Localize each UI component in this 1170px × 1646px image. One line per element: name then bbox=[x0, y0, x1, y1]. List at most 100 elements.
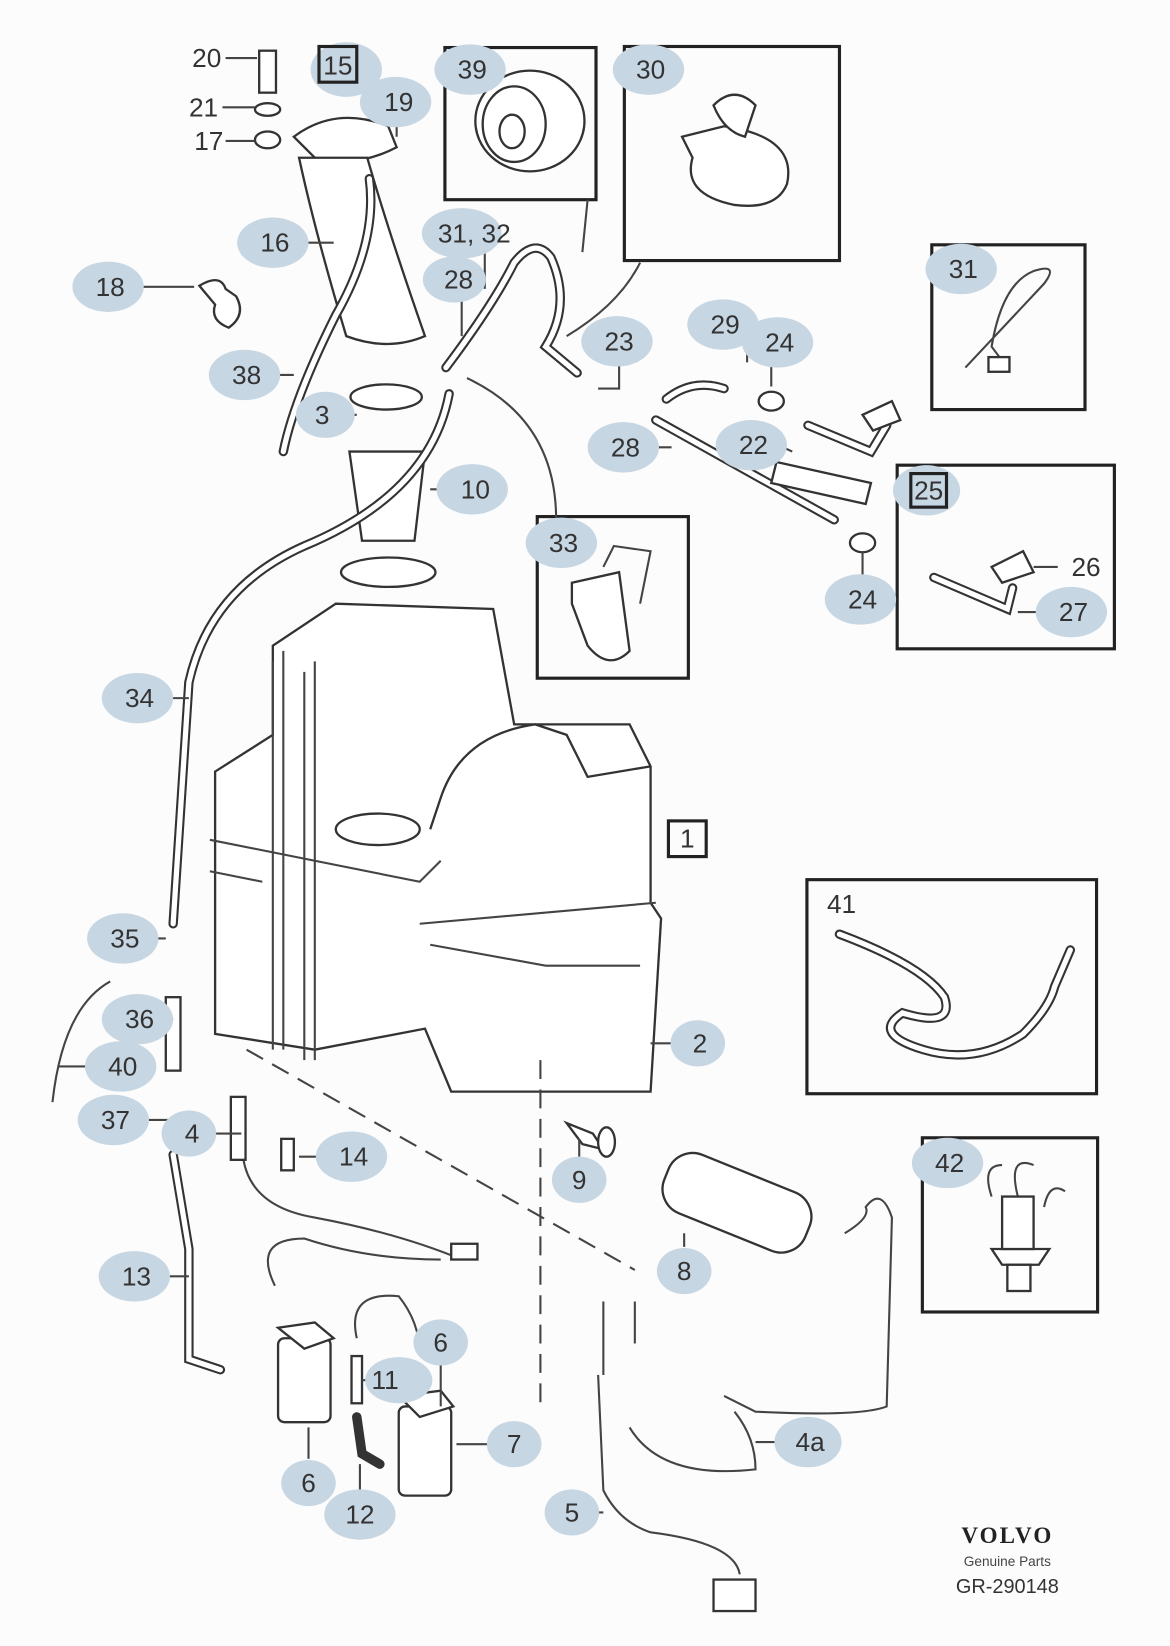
svg-text:21: 21 bbox=[189, 92, 218, 122]
inset-box-33 bbox=[535, 515, 690, 680]
svg-text:6: 6 bbox=[433, 1327, 448, 1357]
callout-34[interactable]: 34 bbox=[101, 672, 174, 724]
callout-24-upper[interactable]: 24 bbox=[741, 317, 814, 368]
callout-6-lower[interactable]: 6 bbox=[281, 1459, 336, 1507]
svg-text:13: 13 bbox=[122, 1261, 151, 1291]
callout-28-lower[interactable]: 28 bbox=[587, 422, 659, 473]
callout-39[interactable]: 39 bbox=[434, 44, 506, 95]
callout-16[interactable]: 16 bbox=[237, 217, 309, 268]
callout-7[interactable]: 7 bbox=[486, 1421, 542, 1468]
callout-10[interactable]: 10 bbox=[436, 464, 508, 515]
arrow-33 bbox=[466, 377, 558, 520]
svg-text:6: 6 bbox=[301, 1468, 316, 1498]
callout-30[interactable]: 30 bbox=[612, 44, 685, 95]
callout-22[interactable]: 22 bbox=[715, 420, 787, 471]
svg-text:24: 24 bbox=[765, 327, 794, 357]
callout-2[interactable]: 2 bbox=[670, 1020, 726, 1067]
callout-35[interactable]: 35 bbox=[87, 913, 159, 964]
callout-41[interactable]: 41 bbox=[827, 889, 856, 919]
callout-21[interactable]: 21 bbox=[189, 92, 218, 122]
filler-neck-drawing bbox=[278, 116, 437, 589]
callout-24-lower[interactable]: 24 bbox=[824, 574, 897, 625]
svg-text:29: 29 bbox=[710, 310, 739, 340]
svg-text:42: 42 bbox=[935, 1148, 964, 1178]
callout-4a[interactable]: 4a bbox=[774, 1416, 842, 1468]
svg-text:4a: 4a bbox=[795, 1427, 825, 1457]
svg-text:28: 28 bbox=[444, 264, 473, 294]
pump-8-drawing bbox=[563, 1120, 893, 1613]
svg-text:36: 36 bbox=[125, 1004, 154, 1034]
svg-text:31: 31 bbox=[949, 254, 978, 284]
nozzle-25-drawing bbox=[929, 549, 1036, 616]
svg-text:3: 3 bbox=[315, 400, 330, 430]
callout-4[interactable]: 4 bbox=[161, 1110, 217, 1157]
svg-text:23: 23 bbox=[605, 326, 634, 356]
callout-13[interactable]: 13 bbox=[98, 1251, 170, 1302]
callout-36[interactable]: 36 bbox=[101, 994, 174, 1045]
callout-5[interactable]: 5 bbox=[544, 1489, 600, 1536]
pump-6-left-drawing bbox=[275, 1321, 336, 1424]
callout-18[interactable]: 18 bbox=[72, 261, 144, 312]
callout-8[interactable]: 8 bbox=[656, 1247, 712, 1295]
svg-text:19: 19 bbox=[384, 87, 413, 117]
inset-box-25 bbox=[895, 463, 1116, 651]
inset-box-39 bbox=[443, 45, 598, 202]
callout-19[interactable]: 19 bbox=[359, 76, 432, 128]
callout-31-32[interactable]: 31, 32 bbox=[421, 208, 511, 259]
callout-15[interactable]: 15 bbox=[310, 42, 382, 97]
callout-26[interactable]: 26 bbox=[1071, 552, 1100, 582]
svg-text:33: 33 bbox=[549, 528, 578, 558]
svg-text:27: 27 bbox=[1059, 597, 1088, 627]
harness-41-drawing bbox=[834, 929, 1076, 1060]
grommet-drawing bbox=[474, 69, 586, 173]
callout-33[interactable]: 33 bbox=[525, 517, 598, 569]
svg-text:20: 20 bbox=[192, 43, 221, 73]
svg-text:17: 17 bbox=[194, 126, 223, 156]
hose-28-drawing bbox=[441, 243, 902, 554]
callout-17[interactable]: 17 bbox=[194, 126, 223, 156]
clip-42-drawing bbox=[987, 1162, 1066, 1293]
callout-1[interactable]: 1 bbox=[666, 819, 708, 859]
svg-text:38: 38 bbox=[232, 360, 261, 390]
callout-9[interactable]: 9 bbox=[551, 1156, 607, 1203]
svg-text:18: 18 bbox=[96, 272, 125, 302]
svg-text:8: 8 bbox=[677, 1256, 692, 1286]
callout-37[interactable]: 37 bbox=[77, 1094, 150, 1146]
clip-33-drawing bbox=[570, 544, 652, 662]
svg-text:1: 1 bbox=[680, 824, 695, 854]
callout-20[interactable]: 20 bbox=[192, 43, 221, 73]
callout-27[interactable]: 27 bbox=[1035, 586, 1108, 638]
inset-box-30 bbox=[622, 44, 842, 263]
callout-42[interactable]: 42 bbox=[911, 1137, 984, 1189]
callout-14[interactable]: 14 bbox=[315, 1131, 388, 1182]
svg-text:31, 32: 31, 32 bbox=[438, 218, 511, 248]
callout-11[interactable]: 11 bbox=[365, 1357, 433, 1404]
svg-text:15: 15 bbox=[323, 50, 352, 80]
svg-text:30: 30 bbox=[636, 55, 665, 85]
callout-28-upper[interactable]: 28 bbox=[422, 256, 486, 303]
svg-text:24: 24 bbox=[848, 584, 877, 614]
callout-25[interactable]: 25 bbox=[892, 465, 961, 516]
genuine-parts-tagline: Genuine Parts bbox=[964, 1554, 1051, 1569]
callout-40[interactable]: 40 bbox=[84, 1041, 157, 1092]
callout-23[interactable]: 23 bbox=[581, 316, 653, 367]
callout-29[interactable]: 29 bbox=[687, 299, 759, 350]
svg-text:26: 26 bbox=[1071, 552, 1100, 582]
hose-34-drawing bbox=[168, 389, 454, 929]
callout-3[interactable]: 3 bbox=[295, 391, 355, 438]
inset-box-31 bbox=[930, 243, 1087, 412]
clip-30-drawing bbox=[680, 93, 790, 207]
wiring-harness-4-drawing bbox=[229, 1095, 479, 1354]
svg-text:28: 28 bbox=[611, 432, 640, 462]
callout-12[interactable]: 12 bbox=[324, 1489, 396, 1540]
callout-31[interactable]: 31 bbox=[925, 243, 997, 295]
svg-text:10: 10 bbox=[461, 474, 490, 504]
callout-38[interactable]: 38 bbox=[208, 349, 281, 401]
callout-6-upper[interactable]: 6 bbox=[413, 1319, 468, 1366]
assembly-dashed-line bbox=[246, 1048, 636, 1407]
inset-box-42 bbox=[920, 1136, 1100, 1314]
inset-box-41 bbox=[805, 878, 1099, 1096]
cable-tie-drawing bbox=[964, 267, 1052, 373]
svg-text:7: 7 bbox=[507, 1429, 522, 1459]
